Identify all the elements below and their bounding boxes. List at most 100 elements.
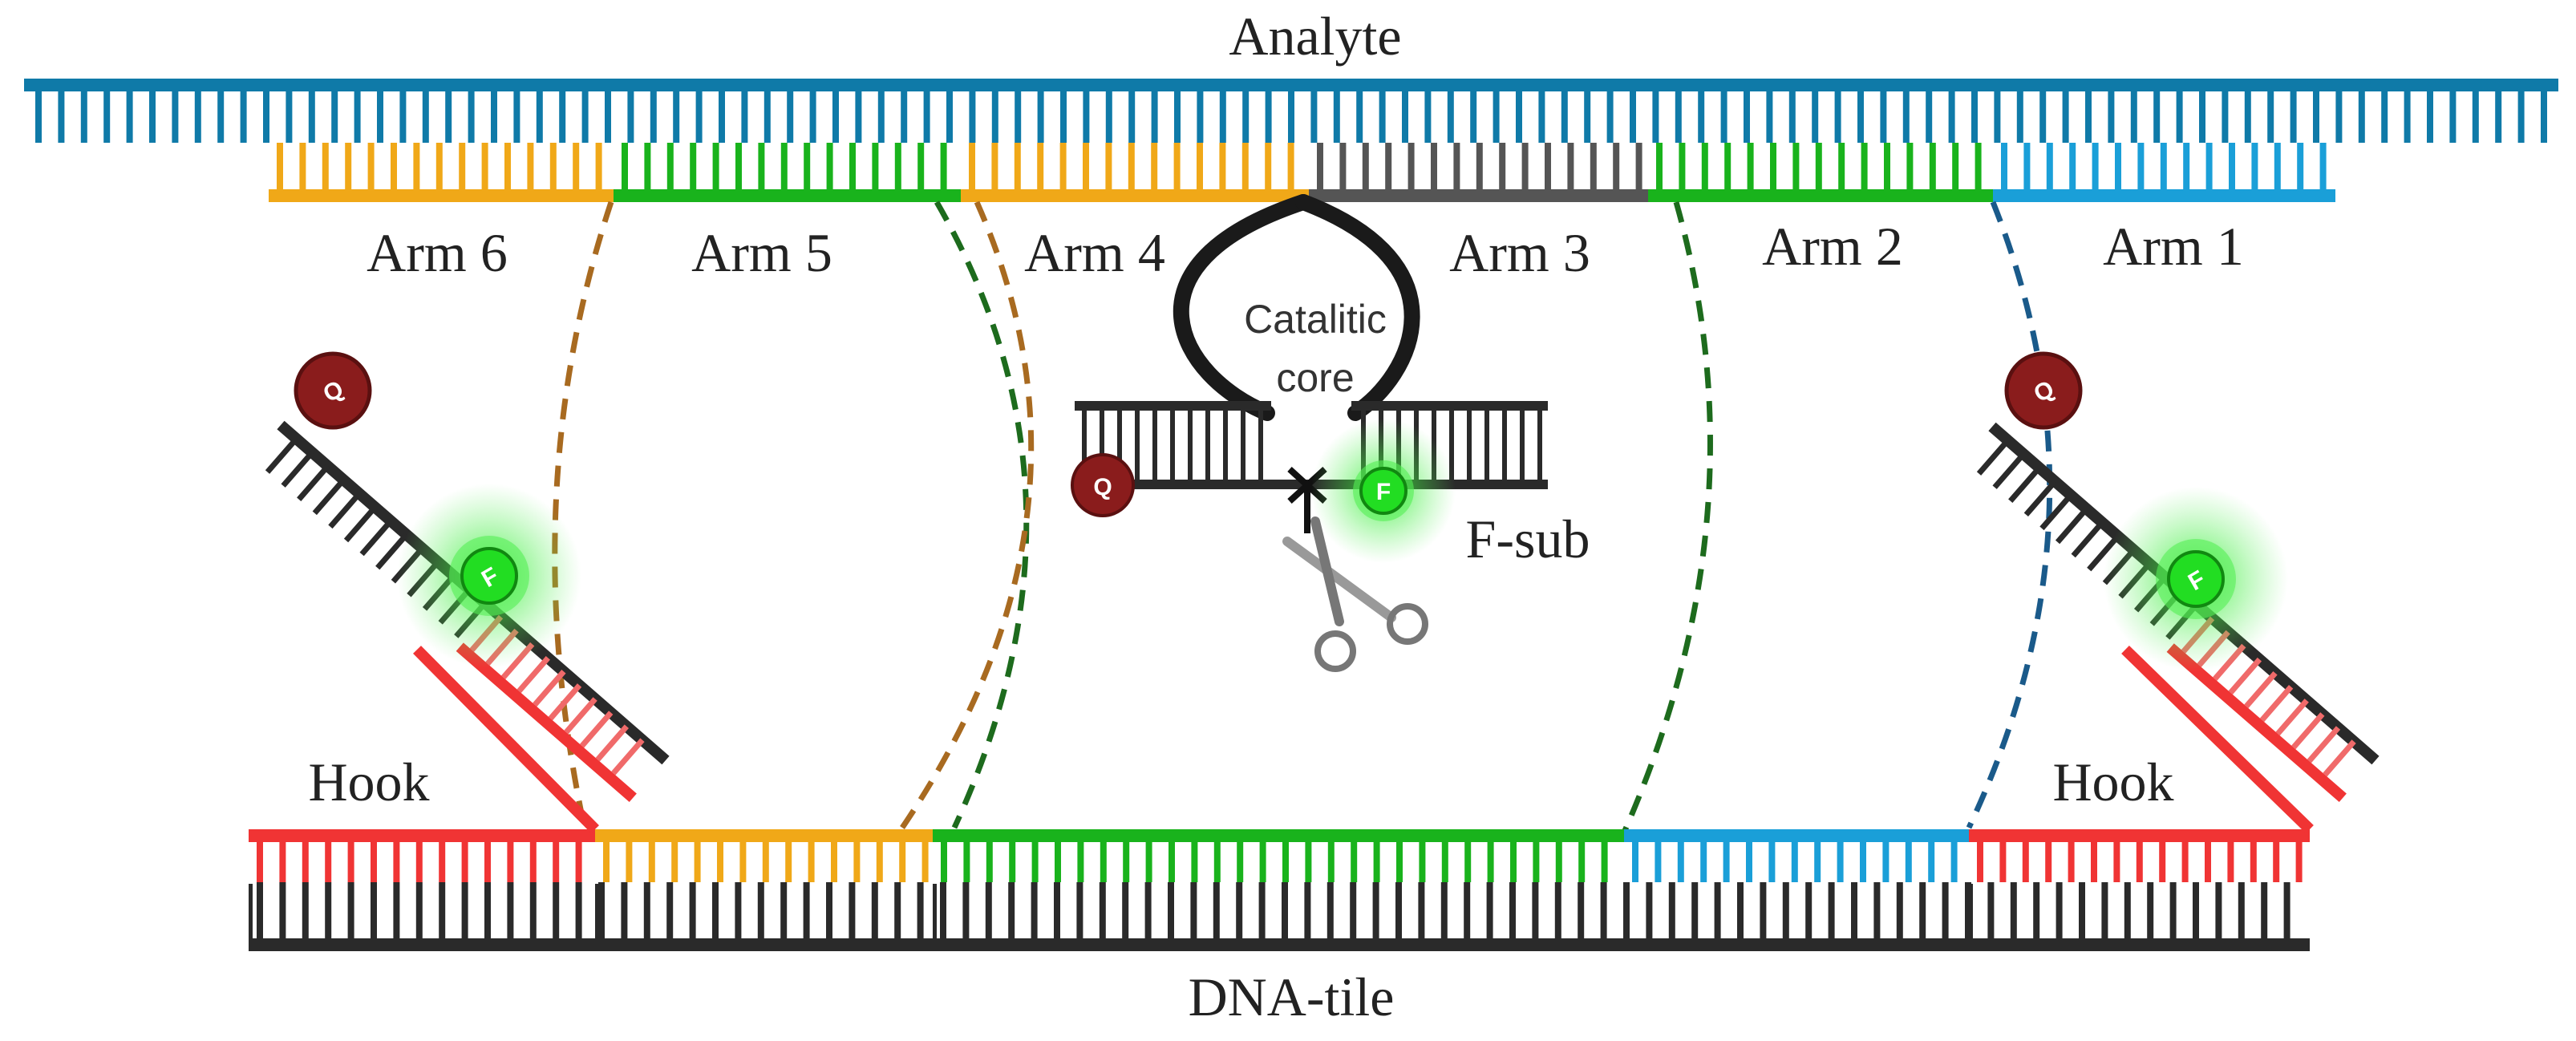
analyte-base-tick: [1788, 91, 1796, 143]
tile-top-base-tick: [1055, 842, 1061, 882]
arm-base-tick: [277, 143, 283, 192]
arm-base-tick: [1385, 143, 1392, 192]
tile-bottom-base-tick: [2215, 882, 2222, 938]
analyte-base-tick: [1744, 91, 1750, 143]
arm5-tether: [934, 201, 1030, 829]
right-quencher: [2004, 351, 2083, 430]
left-quencher: [294, 351, 372, 430]
analyte-base-tick: [2495, 91, 2502, 143]
arm-base-tick: [690, 143, 697, 192]
analyte-base-tick: [2290, 91, 2297, 143]
tile-bottom-base-tick: [621, 882, 628, 938]
tile-top-base-tick: [302, 842, 309, 882]
tile-top-base-tick: [1213, 842, 1221, 882]
analyte-base-tick: [605, 91, 611, 143]
fsub-base-tick: [1241, 411, 1245, 480]
arm-1-label: Arm 1: [2103, 216, 2244, 277]
tile-top-base-tick: [603, 842, 610, 882]
analyte-strand: [24, 79, 2558, 143]
tile-segment: [249, 829, 595, 882]
tile-top-base-tick: [1601, 842, 1608, 882]
analyte-base-tick: [832, 91, 839, 143]
arm-base-tick: [345, 143, 352, 192]
tile-top-base-tick: [1555, 842, 1562, 882]
analyte-base-tick: [1219, 91, 1226, 143]
tile-bottom-base-tick: [871, 882, 878, 938]
analyte-base-tick: [1516, 91, 1522, 143]
arm-base-tick: [1975, 143, 1982, 192]
arm-backbone: [1648, 189, 1993, 202]
tile-bottom-base-tick: [2283, 882, 2290, 938]
tile-bottom-base-tick: [371, 882, 377, 938]
catalytic-core-label-1: Catalitic: [1244, 297, 1387, 342]
analyte-base-tick: [2153, 91, 2161, 143]
analyte-base-tick: [1720, 91, 1727, 143]
analyte-base-tick: [787, 91, 794, 143]
tile-top-base-tick: [1837, 842, 1844, 882]
beacon-base-tick: [375, 533, 409, 570]
analyte-base-tick: [2244, 91, 2251, 143]
scissors-icon: [1282, 516, 1428, 672]
arm-backbone: [1993, 189, 2335, 202]
tile-top-base-tick: [876, 842, 883, 882]
arm-base-tick: [481, 143, 488, 192]
tile-bottom-base-tick: [1737, 882, 1744, 938]
arm-segment: [1993, 143, 2335, 202]
tile-bottom-base-tick: [1122, 882, 1129, 938]
analyte-base-tick: [2016, 91, 2023, 143]
arm-base-tick: [1724, 143, 1732, 192]
analyte-base-tick: [1902, 91, 1910, 143]
left-fluorophore: [460, 547, 518, 605]
analyte-base-tick: [445, 91, 452, 143]
tile-bottom-base-tick: [1326, 882, 1334, 938]
tile-bottom-base-tick: [461, 882, 468, 938]
tile-top-base-tick: [1700, 842, 1707, 882]
arms-layer: [269, 143, 2335, 202]
arm-base-tick: [1151, 143, 1158, 192]
arm-base-tick: [1241, 143, 1249, 192]
fsub-quencher: [1071, 453, 1135, 517]
beacon-base-tick: [533, 670, 566, 707]
analyte-base-tick: [2267, 91, 2274, 143]
tile-top-base-tick: [963, 842, 970, 882]
analyte-base-tick: [1698, 91, 1705, 143]
catalytic-core-loop-right: [1295, 194, 1420, 421]
analyte-base-tick: [1880, 91, 1887, 143]
arm-base-tick: [1407, 143, 1415, 192]
arm2-tether: [1621, 201, 1713, 834]
analyte-base-tick: [1652, 91, 1659, 143]
analyte-base-tick: [2541, 91, 2547, 143]
tile-nick-mark: [933, 884, 937, 938]
tile-top-base-tick: [1999, 842, 2007, 882]
tile-bottom-base-tick: [598, 882, 605, 938]
analyte-base-tick: [650, 91, 657, 143]
fsub-base-tick: [1520, 411, 1525, 480]
tile-bottom-base-tick: [1828, 882, 1835, 938]
analyte-base-tick: [491, 91, 497, 143]
analyte-base-tick: [58, 91, 65, 143]
arm-base-tick: [1339, 143, 1347, 192]
tile-top-base-tick: [694, 842, 701, 882]
arm-segment: [1309, 143, 1648, 202]
tile-top-base-tick: [2091, 842, 2097, 882]
analyte-base-tick: [1675, 91, 1682, 143]
analyte-base-tick: [581, 91, 589, 143]
tile-top-backbone: [1969, 829, 2310, 842]
arm-base-tick: [2069, 143, 2076, 192]
tile-top-base-tick: [762, 842, 769, 882]
analyte-base-tick: [1630, 91, 1636, 143]
tile-bottom-base-tick: [439, 882, 446, 938]
tile-bottom-base-tick: [1008, 882, 1015, 938]
arm-base-tick: [2274, 143, 2281, 192]
arm-segment: [1648, 143, 1993, 202]
tile-top-base-tick: [1191, 842, 1198, 882]
tile-top-base-tick: [1655, 842, 1662, 882]
tile-top-base-tick: [2205, 842, 2211, 882]
tile-top-base-tick: [507, 842, 514, 882]
beacon-base-tick: [359, 519, 393, 557]
tile-top-base-tick: [461, 842, 468, 882]
tile-top-base-tick: [1510, 842, 1517, 882]
arm-base-tick: [391, 143, 397, 192]
analyte-base-tick: [2335, 91, 2343, 143]
fsub-fluorophore: [1359, 467, 1407, 515]
